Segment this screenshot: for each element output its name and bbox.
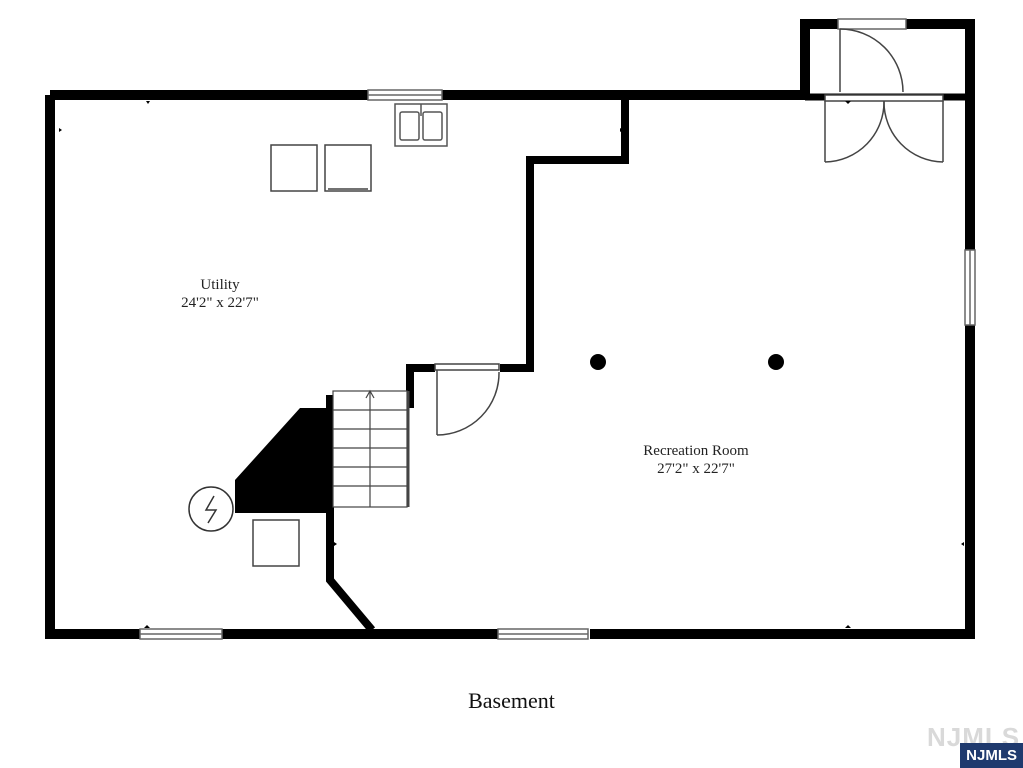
room-label-utility: Utility 24'2" x 22'7" (150, 276, 290, 312)
exterior-walls (45, 19, 975, 639)
washer (270, 144, 318, 192)
utility-box (252, 519, 300, 567)
room-name: Utility (200, 277, 240, 293)
dryer (324, 144, 372, 192)
utility-door (434, 363, 500, 436)
double-doors (824, 94, 944, 163)
room-dimensions: 24'2" x 22'7" (181, 295, 259, 311)
appliances (252, 144, 372, 567)
room-label-recreation: Recreation Room 27'2" x 22'7" (616, 442, 776, 478)
room-dimensions: 27'2" x 22'7" (657, 461, 735, 477)
stairs (332, 389, 410, 508)
column-post (768, 354, 784, 370)
closet-door (839, 28, 904, 93)
wall-markers (59, 101, 964, 628)
floor-title: Basement (468, 688, 555, 713)
column-post (590, 354, 606, 370)
furnace (235, 408, 330, 513)
windows (139, 18, 976, 640)
watermark-badge: NJMLS (960, 743, 1023, 768)
sink (394, 103, 448, 147)
electrical-icon (188, 486, 234, 532)
room-name: Recreation Room (643, 443, 749, 459)
watermark-logo: NJMLS NJMLS (923, 720, 1023, 768)
window-closet (837, 18, 907, 30)
